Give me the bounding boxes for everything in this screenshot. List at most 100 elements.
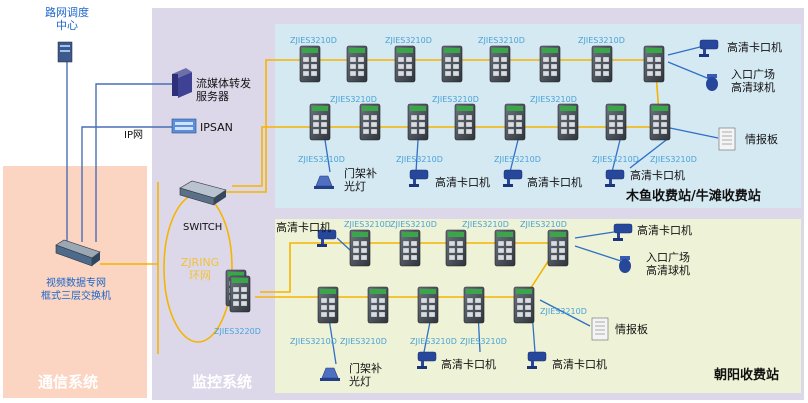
switch-port xyxy=(405,70,413,77)
switch-port xyxy=(524,311,532,318)
core-switch-icon xyxy=(55,239,101,267)
a-camera-4-label: 高清卡口机 xyxy=(630,168,685,182)
a-camera-3-label: 高清卡口机 xyxy=(527,175,582,189)
core-switch-side xyxy=(92,252,100,266)
camera-body xyxy=(409,169,429,180)
a-camera-2-label: 高清卡口机 xyxy=(435,175,490,189)
switch-port xyxy=(500,63,508,70)
camera-base xyxy=(409,184,419,187)
switch-port xyxy=(448,240,456,247)
ipsan-body xyxy=(171,118,197,134)
b-gantry-label: 门架补光灯 xyxy=(349,361,382,388)
switch-port xyxy=(558,254,566,261)
b-dome-icon xyxy=(619,256,631,273)
switch-port xyxy=(616,121,624,128)
core-switch-label-line: 视频数据专网 xyxy=(46,276,106,289)
server-slot xyxy=(60,45,70,47)
switch-led-strip xyxy=(652,106,668,111)
switch-led-strip xyxy=(410,106,426,111)
switch-a-mid-label-1: ZJIES3210D xyxy=(330,95,377,104)
switch-b-top-label-3: ZJIES3210D xyxy=(462,220,509,229)
switch-port xyxy=(550,56,558,63)
b-camera-2-label-line: 高清卡口机 xyxy=(441,357,496,371)
switch-b-top-1 xyxy=(349,229,371,267)
camera-mount xyxy=(507,179,510,185)
switch-port xyxy=(310,63,318,70)
switch-port xyxy=(320,121,328,128)
switch-led-strip xyxy=(608,106,624,111)
switch-port xyxy=(568,128,576,135)
b-camera-2-icon xyxy=(417,351,437,369)
switch-port xyxy=(402,254,410,261)
switch-port xyxy=(410,114,418,121)
switch-port xyxy=(542,56,550,63)
switch-port xyxy=(515,128,523,135)
switch-led-strip xyxy=(594,48,610,53)
switch-port xyxy=(370,114,378,121)
switch-port xyxy=(516,304,524,311)
label-layer: ZJIES3210D ZJIES3210D ZJIES3210D ZJIES3210D… xyxy=(41,5,782,388)
b-camera-3-label-line: 高清卡口机 xyxy=(552,357,607,371)
camera-body xyxy=(613,223,633,234)
switch-port xyxy=(320,304,328,311)
switch-port xyxy=(492,63,500,70)
ipsan-label: IPSAN xyxy=(200,121,233,134)
switch-port xyxy=(370,311,378,318)
switch-port xyxy=(474,297,482,304)
switch-port xyxy=(660,114,668,121)
server-slot xyxy=(60,50,70,52)
switch-port xyxy=(646,70,654,77)
switch-led-strip xyxy=(497,232,513,237)
switch-port xyxy=(466,311,474,318)
switch-port xyxy=(410,247,418,254)
b-dome-label-line: 入口广场 xyxy=(646,250,690,264)
switch-a-top-7 xyxy=(591,45,613,83)
switch-port xyxy=(616,114,624,121)
switch-b-bottom-3 xyxy=(417,286,439,324)
dome-mount xyxy=(707,74,717,78)
a-board-icon xyxy=(718,127,736,151)
switch-a-bottom-8 xyxy=(649,103,671,141)
a-dome-label-line: 高清球机 xyxy=(731,80,775,94)
switch-port xyxy=(405,63,413,70)
a-board-label: 情报板 xyxy=(745,132,778,146)
icon-layer xyxy=(55,39,736,381)
switch-port xyxy=(542,63,550,70)
switch-port xyxy=(312,128,320,135)
stream-server-side xyxy=(178,72,192,98)
switch-port xyxy=(420,304,428,311)
camera-base xyxy=(613,238,623,241)
switch-port xyxy=(550,240,558,247)
switch-port xyxy=(568,121,576,128)
switch-b-bottom-label-1: ZJIES3210D xyxy=(290,337,337,346)
switch-port xyxy=(660,128,668,135)
b-gantry-light-icon xyxy=(320,367,340,381)
ring-name-label-line: 环网 xyxy=(189,269,211,282)
switch-port xyxy=(320,297,328,304)
switch-port xyxy=(497,254,505,261)
switch-port xyxy=(357,63,365,70)
switch-port xyxy=(456,240,464,247)
switch-port xyxy=(349,56,357,63)
ring-name-label-line: ZJRING xyxy=(181,256,219,269)
ring-switch-icon xyxy=(179,180,227,206)
switch-port xyxy=(448,247,456,254)
stream-server-label: 流媒体转发服务器 xyxy=(196,76,251,103)
switch-port xyxy=(397,63,405,70)
switch-port xyxy=(515,121,523,128)
switch-port xyxy=(550,247,558,254)
switch-a-bottom-7 xyxy=(605,103,627,141)
switch-led-strip xyxy=(352,232,368,237)
b-camera-1-icon xyxy=(613,223,633,241)
b-board-icon xyxy=(591,317,609,341)
switch-led-strip xyxy=(402,232,418,237)
switch-b-top-label-2: ZJIES3210D xyxy=(390,220,437,229)
switch-port xyxy=(560,128,568,135)
switch-port xyxy=(492,70,500,77)
switch-a-top-3 xyxy=(394,45,416,83)
switch-port xyxy=(232,293,240,300)
switch-port xyxy=(302,63,310,70)
stream-server-icon xyxy=(172,68,192,98)
switch-led-strip xyxy=(302,48,318,53)
switch-port xyxy=(320,311,328,318)
